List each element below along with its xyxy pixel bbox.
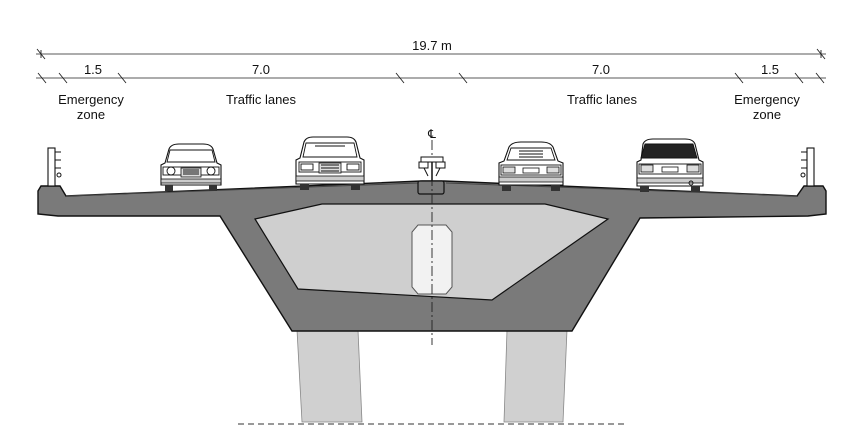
dimension-ticks-total [36,48,826,60]
dimension-lines: 19.7 m 1.5 7.0 7.0 1.5 [36,38,826,84]
right-emergency-width-label: 1.5 [761,62,779,77]
left-pier [296,329,363,423]
dimension-ticks-segments [37,72,825,84]
right-traffic-width-label: 7.0 [592,62,610,77]
right-pier [503,329,568,423]
median-curb [417,180,445,195]
left-emergency-width-label: 1.5 [84,62,102,77]
zone-labels: Emergency zone Traffic lanes Traffic lan… [58,92,800,122]
car-front-icon [295,136,365,190]
centerline-symbol: ℄ [427,127,436,141]
left-emergency-label-line1: Emergency [58,92,124,107]
car-rear-icon [498,141,564,191]
left-traffic-width-label: 7.0 [252,62,270,77]
car-front-icon [160,143,222,191]
centerline: ℄ [427,127,436,345]
car-rear-icon [636,138,704,192]
right-traffic-lanes-label: Traffic lanes [567,92,638,107]
left-barrier-post-icon [47,147,62,187]
total-width-label: 19.7 m [412,38,452,53]
left-traffic-lanes-label: Traffic lanes [226,92,297,107]
right-emergency-label-line1: Emergency [734,92,800,107]
left-emergency-label-line2: zone [77,107,105,122]
right-barrier-post-icon [800,147,815,187]
right-emergency-label-line2: zone [753,107,781,122]
lamp-post-icon [418,156,446,181]
access-hatch [411,224,453,295]
piers [238,329,626,425]
